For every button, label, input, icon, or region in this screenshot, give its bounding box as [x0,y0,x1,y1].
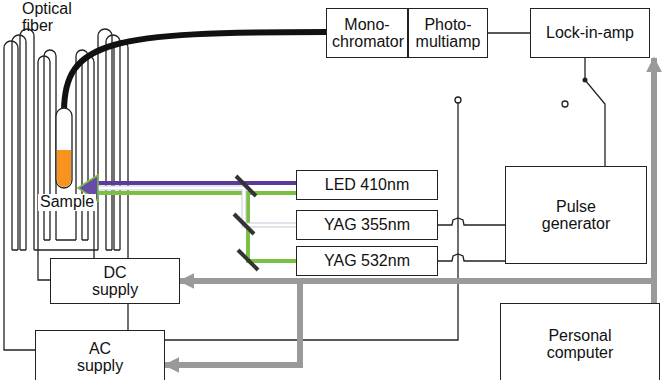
device-box: YAG 532nm [296,246,438,276]
fiber-label: Optical fiber [22,1,102,35]
device-box: Lock-in-amp [530,8,650,58]
device-box: LED 410nm [296,170,438,200]
sample-tube [56,108,72,188]
light-beams [78,175,296,261]
device-box: Mono- chromator [326,8,408,58]
device-label: Personal computer [530,327,630,362]
mirror [234,176,258,270]
device-box: DC supply [50,258,180,304]
device-box: AC supply [35,330,165,380]
device-label: Mono- chromator [332,16,402,51]
signal-wire [438,254,505,261]
optical-fiber [64,32,326,112]
device-label: YAG 355nm [324,216,410,233]
device-label: AC supply [70,340,130,375]
device-box: YAG 355nm [296,210,438,240]
device-label: DC supply [85,264,145,299]
device-label: LED 410nm [325,176,410,193]
signal-wire [488,32,530,33]
signal-wire [438,218,505,225]
device-box: Pulse generator [505,166,647,264]
sample-label: Sample [38,194,96,211]
device-label: YAG 532nm [324,252,410,269]
device-label: Lock-in-amp [546,24,634,41]
control-arrow [651,58,657,303]
signal-wire [585,58,605,166]
control-arrow [180,281,654,303]
device-box: Photo- multiamp [408,8,488,58]
device-label: Photo- multiamp [413,16,483,51]
device-box: Personal computer [500,303,660,380]
switch-pivot [583,78,588,83]
sample-liquid [57,150,71,187]
device-label: Pulse generator [531,198,621,233]
